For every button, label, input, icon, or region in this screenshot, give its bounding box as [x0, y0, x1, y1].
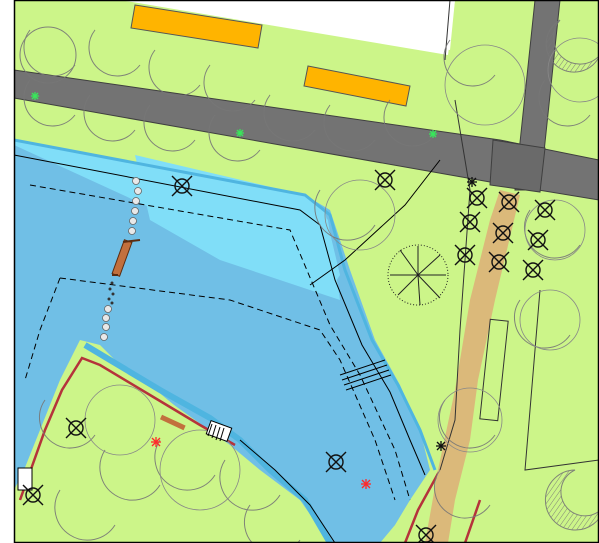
- canal-bank: [14, 138, 437, 471]
- parcel-line: [524, 289, 599, 471]
- removed-tree-markers: [22, 169, 556, 543]
- road-junction: [489, 139, 546, 193]
- black-star-markers: [436, 177, 477, 451]
- path-edge: [439, 99, 471, 471]
- building-2: [303, 65, 411, 107]
- unmapped-area-2: [180, 0, 455, 50]
- green-star-markers: [31, 92, 437, 138]
- right-bank-wall: [403, 469, 442, 543]
- gravel-dots: [107, 281, 115, 305]
- detailed-tree: [387, 244, 449, 306]
- stepping-stones: [100, 177, 142, 341]
- red-star-markers: [151, 437, 371, 489]
- main-road: [14, 69, 599, 201]
- tree-canopy: [19, 19, 599, 543]
- canal-edge-dash-3: [24, 277, 61, 381]
- building-1: [130, 4, 263, 49]
- canal-edge: [14, 154, 426, 476]
- footpath: [425, 190, 520, 543]
- lot-line: [309, 159, 441, 286]
- bridge: [339, 359, 392, 391]
- bench: [159, 414, 186, 431]
- right-bank-wall-2: [463, 499, 482, 543]
- sports-field: [479, 318, 509, 422]
- steps-2: [17, 467, 33, 491]
- footbridge: [111, 239, 141, 277]
- island-wall: [18, 356, 236, 501]
- island-lawn: [14, 345, 330, 543]
- tree-outlines: [84, 37, 599, 511]
- island-edge-line: [239, 439, 336, 543]
- path-edge-2: [444, 0, 451, 61]
- canal-edge-dash-2: [59, 277, 396, 501]
